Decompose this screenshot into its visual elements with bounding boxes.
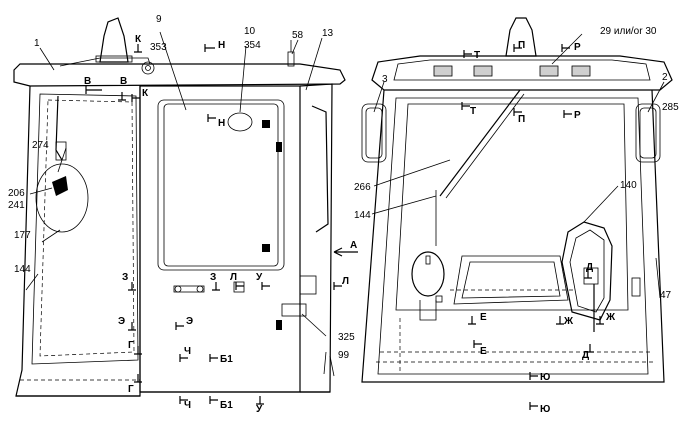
rear-roof-lamp-1	[433, 65, 453, 77]
section-e-1: Э	[118, 316, 125, 327]
rear-roof-lamp-4	[571, 65, 591, 77]
side-hinge-2	[262, 244, 270, 252]
callout-206: 206	[8, 188, 25, 199]
rear-mirror-right	[635, 103, 661, 163]
callout-266: 266	[354, 182, 371, 193]
section-k-top: К	[135, 34, 142, 45]
side-mirror-bracket	[52, 176, 68, 196]
section-ye-1: Е	[480, 312, 487, 323]
callout-144-right: 144	[354, 210, 371, 221]
rear-seat	[561, 221, 613, 321]
rear-roof-lamp-3	[539, 65, 559, 77]
section-z-2: З	[210, 272, 216, 283]
side-roof-ridge	[59, 57, 151, 67]
callout-241: 241	[8, 200, 25, 211]
rear-mirror-left	[361, 103, 387, 163]
section-zh-2: Ж	[605, 312, 616, 323]
callout-144-left: 144	[14, 264, 31, 275]
side-view	[13, 17, 346, 397]
rear-beacon	[505, 17, 537, 57]
section-d-1: Д	[586, 262, 593, 273]
rear-roof-lamp-2	[473, 65, 493, 77]
callout-13: 13	[322, 28, 334, 39]
callout-29-or-30: 29 или/or 30	[600, 26, 657, 37]
section-t-top: Т	[474, 50, 480, 61]
side-front-glass-frame	[31, 93, 139, 365]
callout-274: 274	[32, 140, 49, 151]
side-door-handle	[173, 285, 205, 293]
callout-9: 9	[156, 14, 162, 25]
section-p-top: П	[518, 40, 525, 51]
callout-labels: 1 9 353 10 354 58 13 274 206 241 177 144…	[8, 14, 679, 361]
section-n-2: Н	[218, 118, 225, 129]
side-door-glass	[157, 99, 285, 271]
callout-99: 99	[338, 350, 350, 361]
callout-47: 47	[660, 290, 672, 301]
section-u-1: У	[256, 272, 263, 283]
callout-1: 1	[34, 38, 40, 49]
section-l-1: Л	[230, 272, 237, 283]
section-letters: К Н В В К Н З З Л У Л Э Э Г Ч Б1 Г Ч Б1 …	[84, 34, 616, 415]
section-k-2: К	[142, 88, 149, 99]
side-beacon	[99, 17, 129, 63]
callout-353: 353	[150, 42, 167, 53]
side-beacon-base	[95, 55, 133, 63]
side-door-label	[227, 112, 253, 132]
callout-58: 58	[292, 30, 304, 41]
section-t-2: Т	[470, 106, 476, 117]
rear-cab-frame	[361, 89, 665, 383]
section-e-2: Э	[186, 316, 193, 327]
section-ch-1: Ч	[184, 346, 191, 357]
callout-10: 10	[244, 26, 256, 37]
section-marker-symbols	[85, 44, 604, 410]
side-mirror	[35, 163, 89, 233]
section-yu-1: Ю	[540, 372, 550, 383]
section-ch-2: Ч	[184, 400, 191, 411]
leader-lines	[25, 31, 665, 375]
callout-140: 140	[620, 180, 637, 191]
callout-325: 325	[338, 332, 355, 343]
side-cab-front	[15, 85, 141, 397]
rear-view	[361, 17, 673, 383]
callout-177: 177	[14, 230, 31, 241]
section-ye-2: Е	[480, 346, 487, 357]
section-l-2: Л	[342, 276, 349, 287]
callout-285: 285	[662, 102, 679, 113]
section-b1-1: Б1	[220, 354, 233, 365]
callout-3: 3	[382, 74, 388, 85]
section-d-2: Д	[582, 350, 589, 361]
section-v-1: В	[84, 76, 91, 87]
section-v-2: В	[120, 76, 127, 87]
rear-washer-tank	[411, 251, 445, 297]
section-g-2: Г	[128, 384, 134, 395]
section-b1-2: Б1	[220, 400, 233, 411]
section-r-top: Р	[574, 42, 581, 53]
rear-gas-strut	[439, 89, 521, 197]
section-p-2: П	[518, 114, 525, 125]
side-round-bracket	[141, 61, 155, 75]
rear-seat-bracket	[583, 267, 599, 285]
callout-2: 2	[662, 72, 668, 83]
section-a: А	[350, 240, 357, 251]
side-rear-grab	[311, 105, 329, 233]
side-wiper	[55, 95, 63, 161]
section-yu-2: Ю	[540, 404, 550, 415]
section-g-1: Г	[128, 340, 134, 351]
side-roof	[13, 63, 346, 87]
side-hinge-1	[262, 120, 270, 128]
rear-console	[453, 255, 569, 305]
section-u-2: У	[256, 404, 263, 415]
rear-roof	[371, 55, 673, 91]
side-rear-pillar	[299, 83, 333, 393]
section-zh-1: Ж	[563, 316, 574, 327]
section-z-1: З	[122, 272, 128, 283]
section-n-top: Н	[218, 40, 225, 51]
section-r-2: Р	[574, 110, 581, 121]
rear-window	[395, 103, 629, 311]
callout-354: 354	[244, 40, 261, 51]
side-plate-325	[281, 303, 307, 317]
